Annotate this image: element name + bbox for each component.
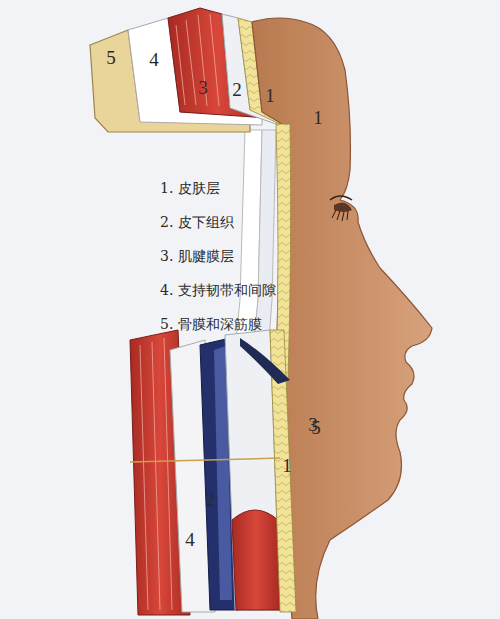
- callout-number: 5: [311, 417, 321, 440]
- callout-number: 3: [198, 77, 208, 100]
- layer-list-item: 1. 皮肤层: [160, 180, 220, 197]
- callout-number: 2: [232, 79, 242, 102]
- callout-number: 1: [265, 85, 275, 108]
- layer-list-item: 2. 皮下组织: [160, 214, 234, 231]
- callout-number: 2: [205, 489, 215, 512]
- layer-list-item: 4. 支持韧带和间隙: [160, 282, 276, 299]
- callout-number: 4: [185, 529, 195, 552]
- callout-number: 4: [149, 49, 159, 72]
- callout-number: 1: [282, 455, 292, 478]
- callout-number: 1: [313, 107, 323, 130]
- layer-list-item: 3. 肌腱膜层: [160, 248, 234, 265]
- layer-list-item: 5. 骨膜和深筋膜: [160, 316, 262, 333]
- callout-number: 5: [106, 47, 116, 70]
